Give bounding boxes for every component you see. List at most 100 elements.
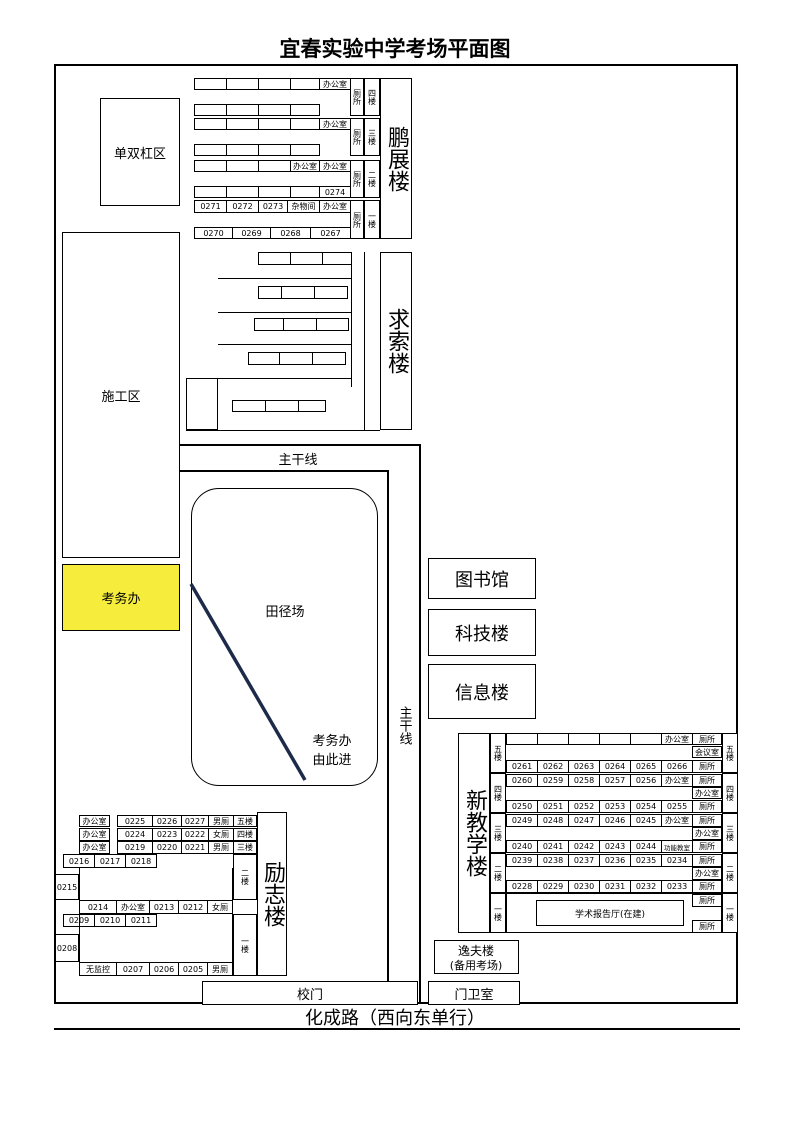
room-0206: 0206 bbox=[149, 962, 179, 976]
room-0211: 0211 bbox=[125, 914, 157, 927]
room-0234: 0234 bbox=[661, 854, 693, 867]
room-0217: 0217 bbox=[94, 854, 126, 868]
function-room: 功能教室 bbox=[661, 840, 693, 853]
qiusuo-corridor bbox=[218, 312, 352, 313]
pengzhan-floor2: 二楼 bbox=[364, 160, 380, 198]
qiusuo-room bbox=[312, 352, 346, 365]
qiusuo-corridor bbox=[186, 430, 380, 431]
room-0261: 0261 bbox=[506, 760, 538, 773]
pengzhan-f2-office: 办公室 bbox=[290, 160, 320, 172]
xinjiao-toilet: 厕所 bbox=[692, 920, 722, 933]
room-0232: 0232 bbox=[630, 880, 662, 893]
xinjiao-room bbox=[630, 733, 662, 745]
xinjiao-label: 新教学楼 bbox=[458, 733, 490, 933]
room-0257: 0257 bbox=[599, 774, 631, 787]
xinjiao-floor4-right: 四楼 bbox=[722, 773, 738, 813]
room-0247: 0247 bbox=[568, 814, 600, 827]
room-0264: 0264 bbox=[599, 760, 631, 773]
pengzhan-f2-office: 办公室 bbox=[319, 160, 351, 172]
lizhi-f5-toilet: 男厕 bbox=[208, 815, 234, 827]
qiusuo-room bbox=[316, 318, 349, 331]
library: 图书馆 bbox=[428, 558, 536, 599]
lizhi-floor5: 五楼 bbox=[233, 815, 257, 827]
xinjiao-toilet: 厕所 bbox=[692, 894, 722, 907]
parallel-bars-zone: 单双杠区 bbox=[100, 98, 180, 206]
room-0263: 0263 bbox=[568, 760, 600, 773]
xinjiao-f3-office: 办公室 bbox=[661, 814, 693, 827]
room-0210: 0210 bbox=[94, 914, 126, 927]
lecture-hall: 学术报告厅(在建) bbox=[536, 900, 684, 926]
room-0254: 0254 bbox=[630, 800, 662, 813]
pengzhan-f4-room bbox=[290, 104, 320, 116]
yifu-note: (备用考场) bbox=[449, 958, 503, 972]
room-0224: 0224 bbox=[117, 828, 153, 841]
main-line-right bbox=[419, 444, 421, 1004]
xinjiao-floor2-right: 二楼 bbox=[722, 853, 738, 893]
route-path bbox=[189, 583, 307, 781]
room-0205: 0205 bbox=[178, 962, 208, 976]
room-0253: 0253 bbox=[599, 800, 631, 813]
room-0243: 0243 bbox=[599, 840, 631, 853]
tech-building: 科技楼 bbox=[428, 609, 536, 656]
room-0244: 0244 bbox=[630, 840, 662, 853]
room-0237: 0237 bbox=[568, 854, 600, 867]
room-0221: 0221 bbox=[181, 841, 209, 854]
room-0250: 0250 bbox=[506, 800, 538, 813]
xinjiao-floor3-right: 三楼 bbox=[722, 813, 738, 853]
room-0266: 0266 bbox=[661, 760, 693, 773]
road-label: 化成路（西向东单行） bbox=[305, 1008, 485, 1029]
school-gate[interactable]: 校门 bbox=[202, 981, 418, 1005]
pengzhan-f4-toilet: 厕所 bbox=[350, 78, 364, 116]
qiusuo-corridor bbox=[218, 378, 352, 379]
room-0246: 0246 bbox=[599, 814, 631, 827]
lizhi-f3-toilet: 男厕 bbox=[208, 841, 234, 854]
xinjiao-floor1-right: 一楼 bbox=[722, 893, 738, 933]
room-0271: 0271 bbox=[194, 200, 227, 213]
room-0259: 0259 bbox=[537, 774, 569, 787]
xinjiao-floor3: 三楼 bbox=[490, 813, 506, 853]
xinjiao-floor5: 五楼 bbox=[490, 733, 506, 773]
info-building: 信息楼 bbox=[428, 664, 536, 719]
pengzhan-f2-toilet: 厕所 bbox=[350, 160, 364, 198]
room-0236: 0236 bbox=[599, 854, 631, 867]
room-0223: 0223 bbox=[152, 828, 182, 841]
room-0241: 0241 bbox=[537, 840, 569, 853]
room-0233: 0233 bbox=[661, 880, 693, 893]
xinjiao-toilet: 厕所 bbox=[692, 760, 722, 773]
main-line-side-label: 主干线 bbox=[396, 705, 412, 745]
room-0262: 0262 bbox=[537, 760, 569, 773]
xinjiao-f4-office2: 办公室 bbox=[692, 787, 722, 799]
exam-office[interactable]: 考务办 bbox=[62, 564, 180, 631]
room-0235: 0235 bbox=[630, 854, 662, 867]
room-0225: 0225 bbox=[117, 815, 153, 827]
xinjiao-room bbox=[568, 733, 600, 745]
lizhi-f4-toilet: 女厕 bbox=[208, 828, 234, 841]
room-0226: 0226 bbox=[152, 815, 182, 827]
track bbox=[191, 488, 378, 786]
xinjiao-toilet: 厕所 bbox=[692, 880, 722, 893]
qiusuo-room bbox=[322, 252, 352, 265]
room-0265: 0265 bbox=[630, 760, 662, 773]
sports-ground-boundary bbox=[180, 470, 389, 982]
pengzhan-label: 鹏展楼 bbox=[380, 78, 412, 239]
xinjiao-toilet: 厕所 bbox=[692, 733, 722, 745]
room-0260: 0260 bbox=[506, 774, 538, 787]
lizhi-f3-office: 办公室 bbox=[79, 841, 110, 854]
lizhi-floor2: 二楼 bbox=[233, 854, 257, 900]
qiusuo-divider bbox=[364, 252, 365, 430]
xinjiao-toilet: 厕所 bbox=[692, 840, 722, 853]
room-0273: 0273 bbox=[258, 200, 288, 213]
pengzhan-f3-toilet: 厕所 bbox=[350, 118, 364, 156]
pengzhan-floor3: 三楼 bbox=[364, 118, 380, 156]
qiusuo-corridor bbox=[218, 278, 352, 279]
room-0238: 0238 bbox=[537, 854, 569, 867]
qiusuo-room bbox=[314, 286, 348, 299]
lizhi-floor1: 一楼 bbox=[233, 914, 257, 976]
room-0231: 0231 bbox=[599, 880, 631, 893]
main-line-top-label: 主干线 bbox=[278, 452, 318, 468]
guard-room: 门卫室 bbox=[428, 981, 520, 1005]
lizhi-f1-toilet: 男厕 bbox=[207, 962, 233, 976]
room-0251: 0251 bbox=[537, 800, 569, 813]
lizhi-f4-office: 办公室 bbox=[79, 828, 110, 841]
